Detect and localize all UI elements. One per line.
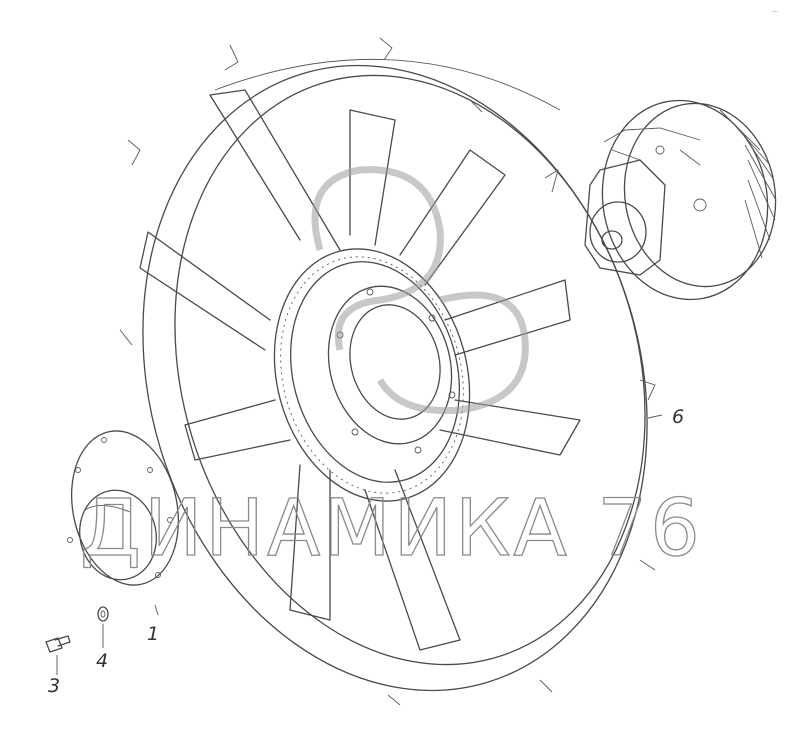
corner-code: ...: [772, 6, 779, 14]
watermark-logo: [311, 166, 529, 415]
fan-hub: [273, 248, 471, 502]
label-part-3: 3: [48, 675, 60, 697]
watermark-text: ДИНАМИКА 76: [80, 484, 703, 574]
hub-cover: [67, 430, 180, 586]
label-part-6: 6: [672, 406, 684, 428]
leader-lines: [56, 414, 663, 675]
viscous-clutch: [584, 99, 777, 301]
fan-shroud: [119, 37, 656, 706]
bolt: [45, 635, 71, 653]
label-part-1: 1: [147, 623, 159, 645]
label-part-4: 4: [96, 650, 108, 672]
washer: [97, 606, 109, 622]
